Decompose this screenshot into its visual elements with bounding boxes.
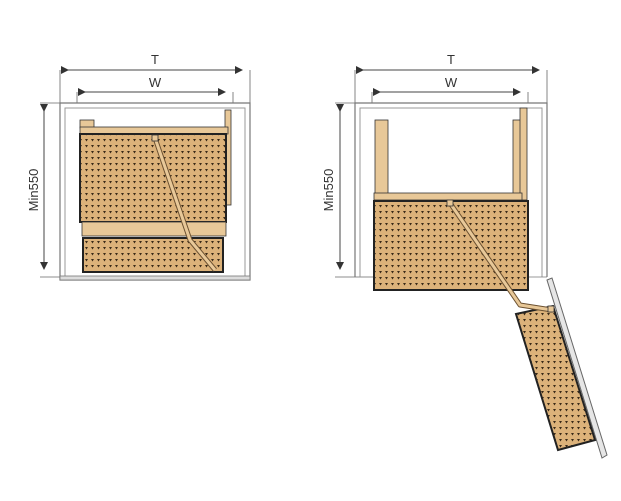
cabinet-frame-left [59, 102, 251, 281]
dimension-height-right: Min550 [321, 102, 373, 278]
dimension-w-left: W [76, 75, 234, 103]
label-t: T [447, 52, 455, 67]
left-view-closed: T W Min550 [26, 52, 251, 281]
dimension-w-right: W [371, 75, 529, 103]
dimension-t-right: T [354, 52, 548, 103]
basket-left [79, 109, 232, 273]
label-w: W [149, 75, 162, 90]
label-t: T [151, 52, 159, 67]
dimension-t-left: T [59, 52, 251, 103]
cabinet-frame-right [354, 102, 548, 278]
label-min550: Min550 [26, 169, 41, 212]
label-w: W [445, 75, 458, 90]
dimension-height-left: Min550 [26, 102, 60, 278]
basket-right [373, 107, 529, 291]
right-view-open: T W Min550 [321, 52, 608, 459]
door-panel [546, 277, 608, 459]
label-min550: Min550 [321, 169, 336, 212]
lift-arm-right [446, 199, 555, 313]
